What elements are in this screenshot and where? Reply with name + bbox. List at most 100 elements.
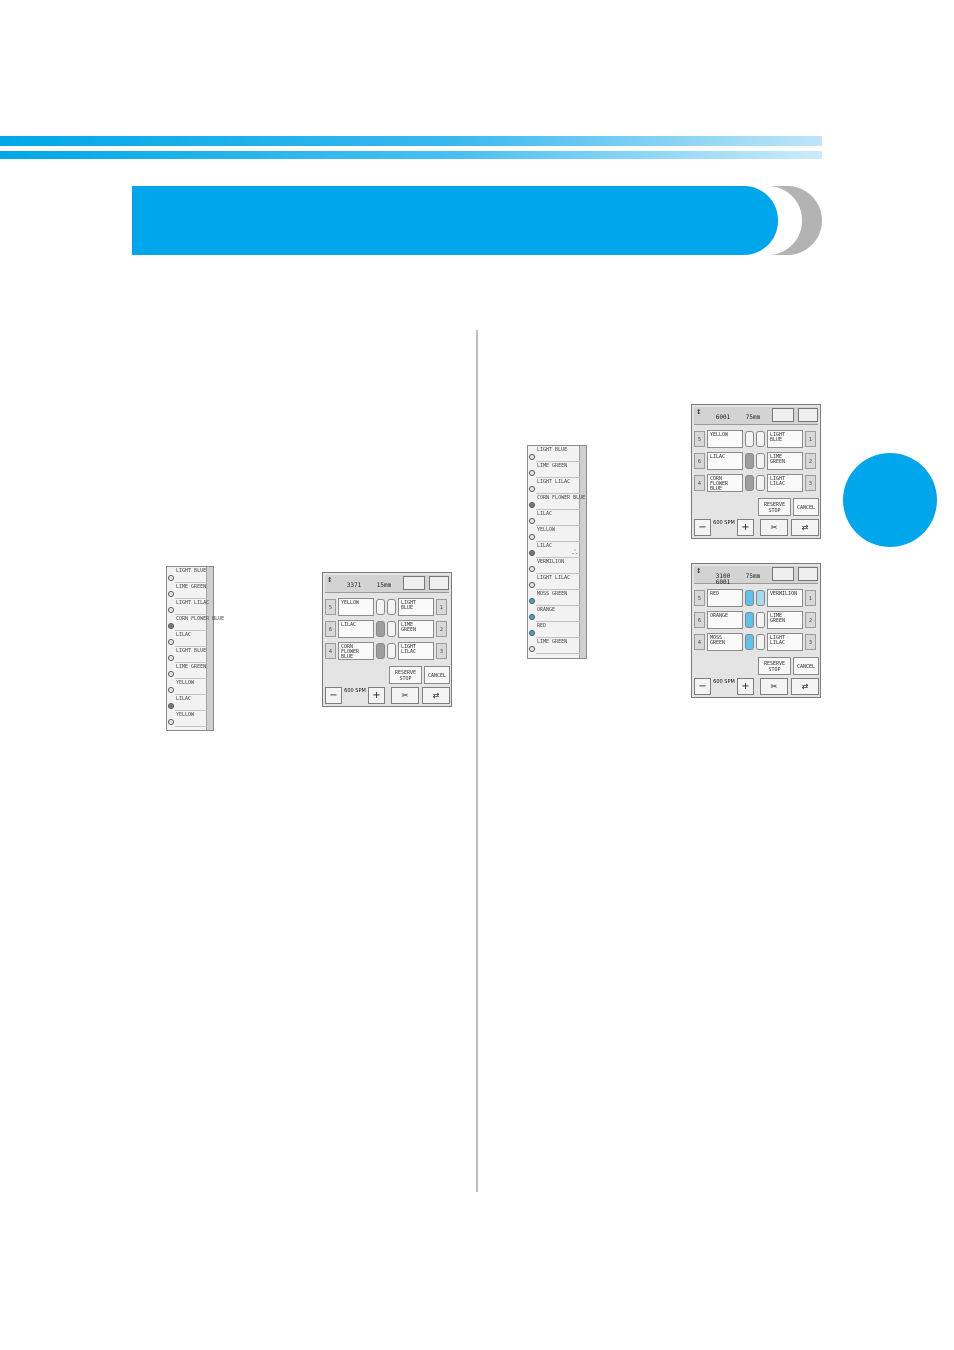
thread-color-label: YELLOW (537, 527, 556, 533)
status-value: 3100 6001 (715, 573, 731, 586)
needle-number: 2 (805, 453, 816, 469)
speed-up-button[interactable]: + (737, 678, 754, 695)
thread-color-label: LIME GREEN (537, 639, 568, 645)
needle-number: 2 (436, 621, 447, 637)
spool-indicator (387, 599, 396, 615)
speed-readout: 600 SPM (713, 679, 735, 685)
speed-down-button[interactable]: − (694, 519, 711, 536)
thread-color-field: YELLOW (707, 430, 743, 448)
thread-color-field: RED (707, 589, 743, 607)
strip-separator (175, 662, 207, 663)
spool-indicator (376, 621, 385, 637)
thread-color-field: LIME GREEN (767, 452, 803, 470)
strip-separator (175, 694, 207, 695)
thread-spool-icon (168, 607, 174, 613)
timer-icon-box (772, 408, 794, 422)
thread-spool-icon (529, 598, 535, 604)
needle-number: 3 (805, 475, 816, 491)
thread-cutter-button[interactable]: ✂ (760, 519, 788, 536)
needle-number: 4 (694, 634, 705, 650)
strip-list-item: LIME GREEN (167, 585, 207, 599)
strip-separator (175, 582, 207, 583)
thread-color-label: LILAC (176, 632, 192, 638)
thread-spool-icon (168, 575, 174, 581)
thread-color-field: LIGHT LILAC (767, 474, 803, 492)
thread-color-label: RED (537, 623, 547, 629)
strip-list-item: LILAC (528, 544, 580, 558)
strip-separator (536, 589, 580, 590)
thread-color-label: LIME GREEN (176, 584, 207, 590)
spool-indicator (756, 612, 765, 628)
thread-spool-icon (168, 703, 174, 709)
needle-number: 6 (694, 453, 705, 469)
strip-pointer-icon: ∴ (572, 548, 578, 558)
reserve-stop-button[interactable]: RESERVE STOP (758, 657, 791, 675)
thread-cutter-button[interactable]: ✂ (760, 678, 788, 695)
status-value: 75mm (745, 414, 761, 421)
needle-number: 1 (436, 599, 447, 615)
spool-indicator (745, 475, 754, 491)
presser-foot-icon[interactable] (429, 576, 449, 590)
speed-up-button[interactable]: + (737, 519, 754, 536)
strip-list-item: VERMILION (528, 560, 580, 574)
thread-color-label: LIGHT BLUE (176, 648, 207, 654)
spool-indicator (756, 453, 765, 469)
strip-list-item: LIGHT BLUE (167, 649, 207, 663)
thread-color-field: LIGHT LILAC (767, 633, 803, 651)
needle-number: 3 (805, 634, 816, 650)
trim-setting-button[interactable]: ⇄ (791, 519, 819, 536)
strip-list-item: LIME GREEN (167, 665, 207, 679)
speed-down-button[interactable]: − (694, 678, 711, 695)
thread-color-label: LIGHT LILAC (176, 600, 210, 606)
screen-status-bar: ↕600175mm18mm (694, 407, 818, 425)
thread-color-label: YELLOW (176, 712, 195, 718)
strip-list-item: LIME GREEN (528, 464, 580, 478)
thread-color-label: MOSS GREEN (537, 591, 568, 597)
cancel-button[interactable]: CANCEL (793, 657, 819, 675)
thread-color-label: ORANGE (537, 607, 556, 613)
strip-list-item: LIGHT LILAC (528, 576, 580, 590)
screen-bottom-bar: −600 SPM+✂⇄ (694, 519, 819, 536)
strip-separator (536, 477, 580, 478)
strip-list-item: RED (528, 624, 580, 638)
speed-up-button[interactable]: + (368, 687, 385, 704)
thread-spool-icon (529, 470, 535, 476)
status-value: 15mm (376, 582, 392, 589)
presser-foot-icon[interactable] (798, 408, 818, 422)
thread-color-field: LIME GREEN (398, 620, 434, 638)
needle-icon: ↕ (327, 575, 333, 585)
thread-cutter-button[interactable]: ✂ (391, 687, 419, 704)
thread-spool-icon (168, 671, 174, 677)
status-value: 6001 (715, 414, 731, 421)
cancel-button[interactable]: CANCEL (424, 666, 450, 684)
trim-setting-button[interactable]: ⇄ (791, 678, 819, 695)
cancel-button[interactable]: CANCEL (793, 498, 819, 516)
reserve-stop-button[interactable]: RESERVE STOP (389, 666, 422, 684)
thread-color-label: LILAC (537, 543, 553, 549)
reserve-stop-button[interactable]: RESERVE STOP (758, 498, 791, 516)
presser-foot-icon[interactable] (798, 567, 818, 581)
needle-number: 5 (325, 599, 336, 615)
thread-spool-icon (529, 486, 535, 492)
needle-number: 5 (694, 590, 705, 606)
spool-indicator (756, 634, 765, 650)
screen-status-bar: ↕337115mm8mm (325, 575, 449, 593)
thread-color-field: LILAC (338, 620, 374, 638)
spool-indicator (745, 634, 754, 650)
spool-indicator (745, 612, 754, 628)
strip-separator (536, 637, 580, 638)
screen-bottom-bar: −600 SPM+✂⇄ (325, 687, 450, 704)
thread-color-field: VERMILION (767, 589, 803, 607)
machine-screen-right-bottom: ↕3100 600175mm8mm5REDVERMILION16ORANGELI… (691, 563, 821, 698)
spool-indicator (745, 453, 754, 469)
strip-separator (536, 653, 580, 654)
speed-down-button[interactable]: − (325, 687, 342, 704)
trim-setting-button[interactable]: ⇄ (422, 687, 450, 704)
strip-list-item: ORANGE (528, 608, 580, 622)
needle-icon: ↕ (696, 407, 702, 417)
strip-list-item: LIGHT LILAC (167, 600, 210, 615)
timer-icon-box (772, 567, 794, 581)
